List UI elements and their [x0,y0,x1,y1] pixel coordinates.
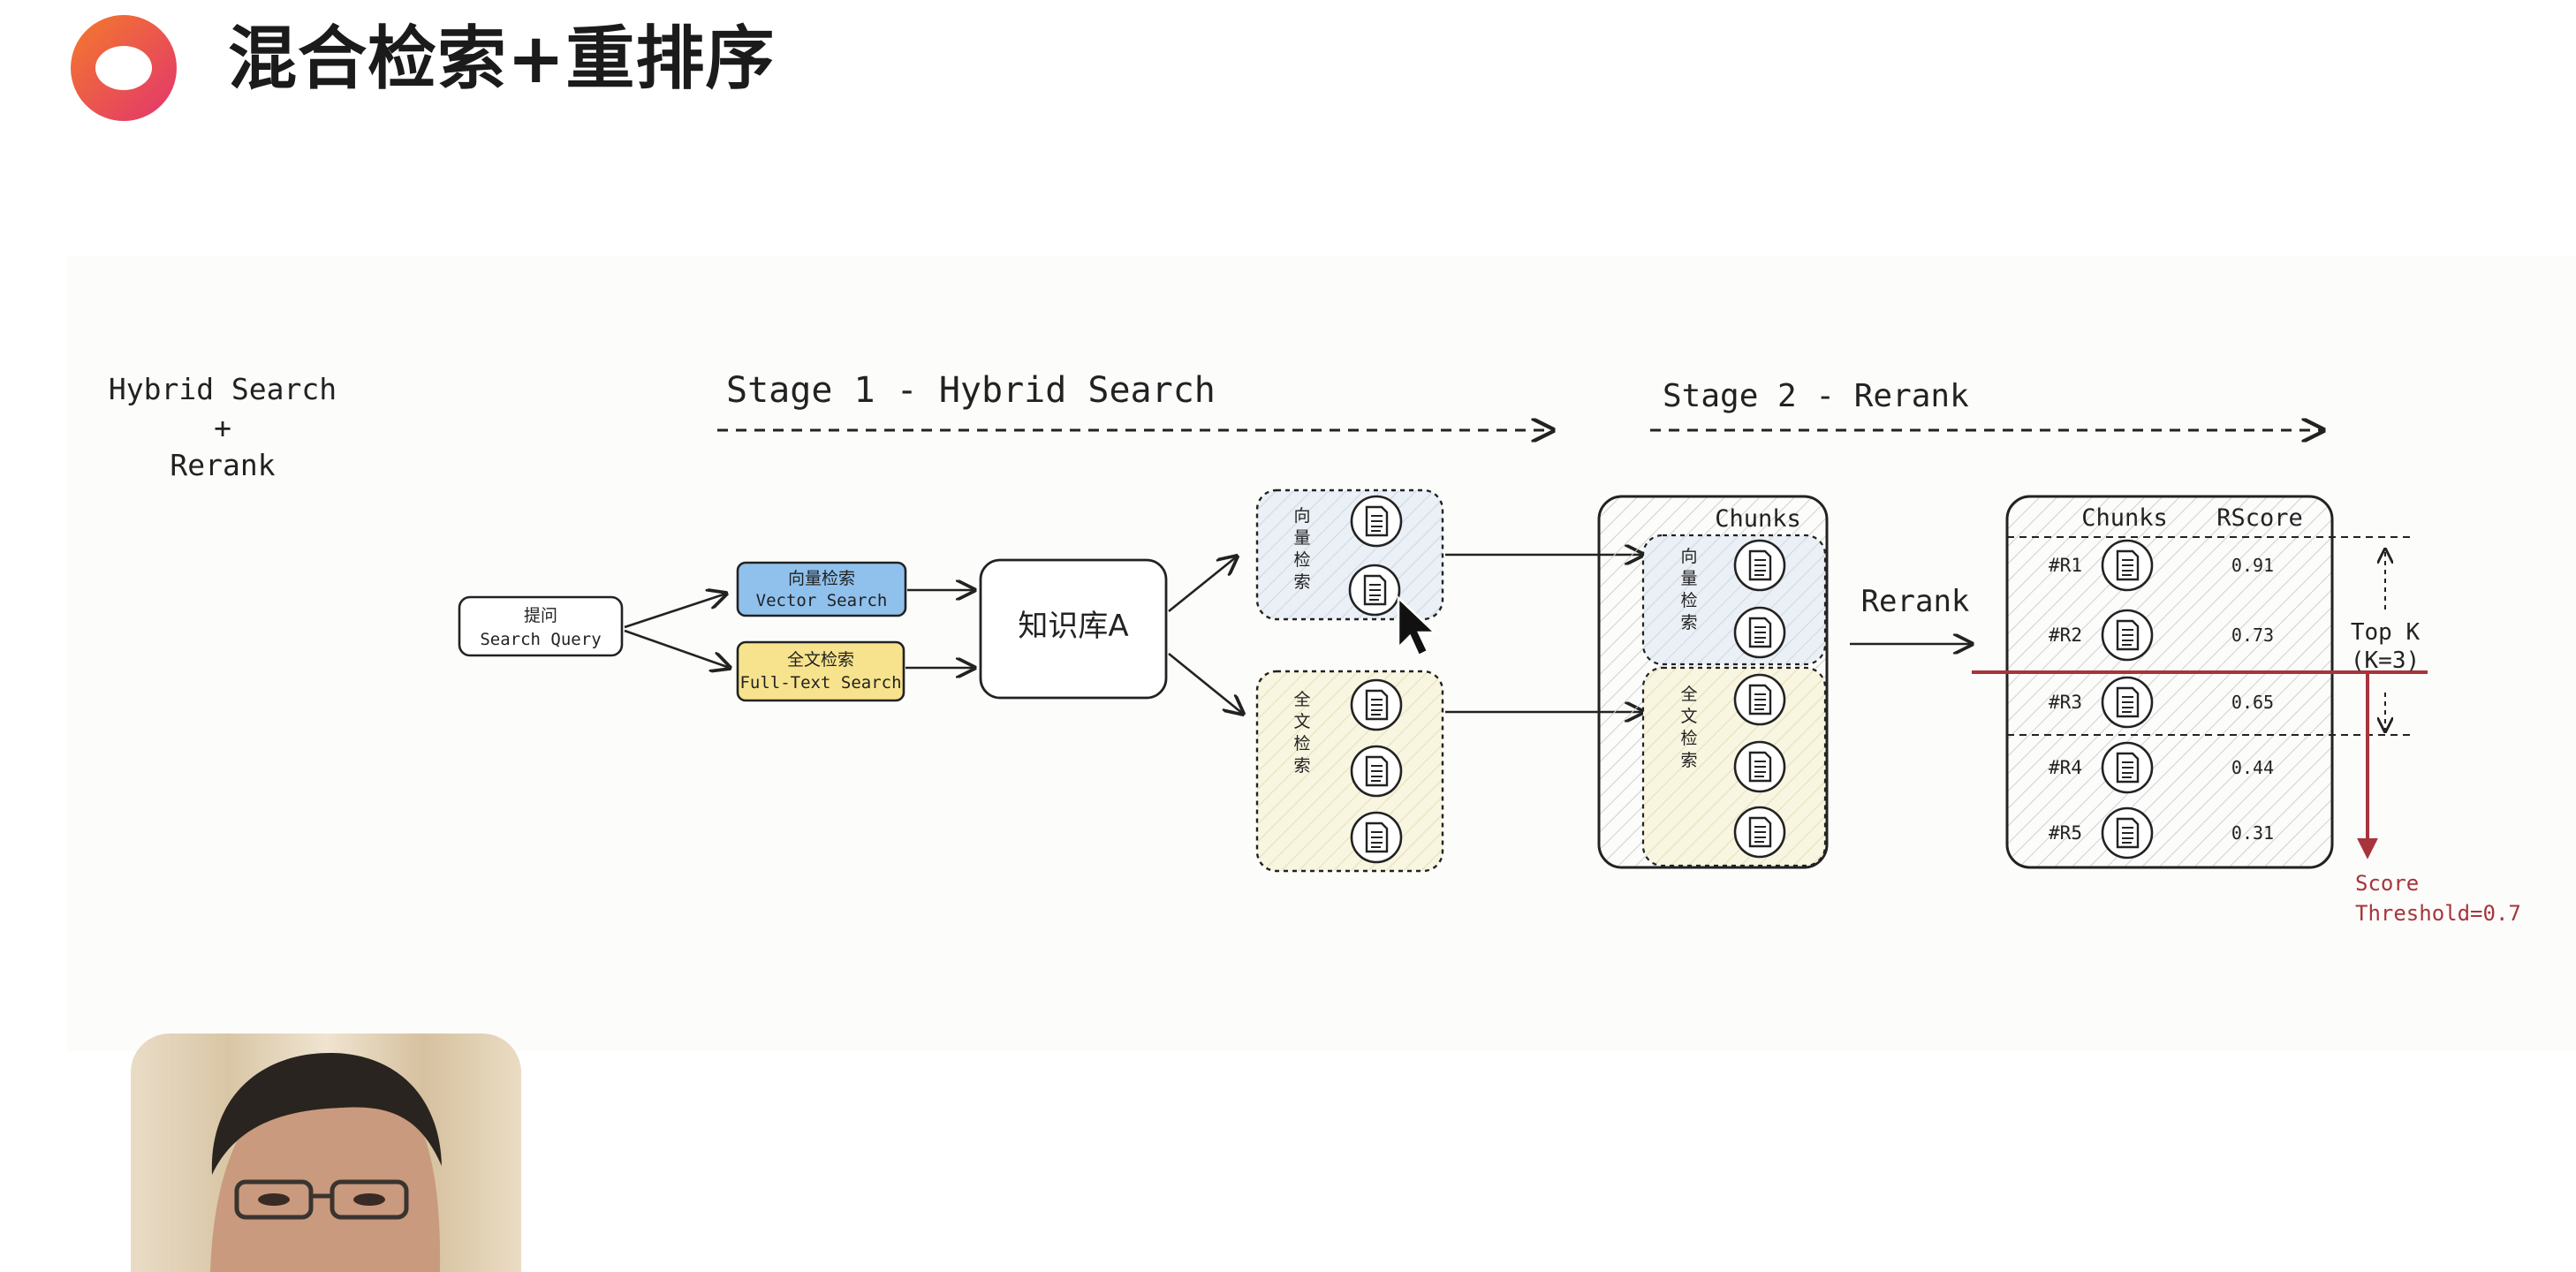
side-title-line1: Hybrid Search [109,372,337,406]
threshold-line2: Threshold=0.7 [2355,901,2521,926]
arrow-kb-fulltext-group [1168,652,1243,714]
chunks-vector-char-3: 检 [1680,591,1697,610]
fulltext-search-en: Full-Text Search [739,673,901,693]
chunks-fulltext-char-1: 全 [1680,685,1697,704]
topk-line1: Top K [2351,619,2421,646]
fulltext-results-group [1255,670,1444,873]
arrow-query-vector [624,594,726,629]
document-icon [1733,806,1786,859]
arrow-kb-vector-group [1168,556,1237,613]
vector-group-char-3: 检 [1293,550,1310,570]
webcam-video [131,1034,521,1272]
document-icon [1733,740,1786,793]
result-rank-1: #R1 [2049,555,2082,576]
document-icon [1733,673,1786,726]
document-icon [1350,811,1403,864]
chunks-vector-char-2: 量 [1680,569,1697,588]
document-icon [2101,609,2154,662]
search-query-cn: 提问 [524,606,557,625]
vector-results-group [1255,488,1444,621]
arrow-query-fulltext [624,629,730,668]
vector-group-char-2: 量 [1293,528,1310,548]
fulltext-group-char-2: 文 [1293,712,1310,731]
fulltext-search-cn: 全文检索 [787,650,854,670]
fulltext-group-char-1: 全 [1293,690,1310,709]
results-header-chunks: Chunks [2081,504,2168,532]
result-score-1: 0.91 [2231,555,2274,576]
chunks-vector-char-4: 索 [1680,613,1697,632]
result-rank-4: #R4 [2049,757,2082,778]
stage2-label: Stage 2 - Rerank [1663,378,1969,414]
vector-group-char-1: 向 [1293,506,1310,526]
document-icon [2101,539,2154,592]
document-icon [1350,745,1403,798]
result-rank-3: #R3 [2049,692,2082,713]
side-title-line3: Rerank [170,448,275,482]
fulltext-group-char-3: 检 [1293,734,1310,753]
fulltext-group-char-4: 索 [1293,756,1310,776]
knowledge-base-box [979,558,1168,700]
chunks-fulltext-char-4: 索 [1680,751,1697,770]
result-rank-2: #R2 [2049,625,2082,646]
knowledge-base-label: 知识库A [1018,609,1128,644]
result-score-5: 0.31 [2231,822,2274,844]
document-icon [1733,539,1786,592]
document-icon [2101,741,2154,794]
rerank-results-box [2005,495,2334,869]
document-icon [1733,606,1786,659]
mouse-cursor-icon [1397,595,1438,657]
result-score-3: 0.65 [2231,692,2274,713]
document-icon [1350,678,1403,731]
vector-search-cn: 向量检索 [788,569,855,588]
document-icon [2101,806,2154,859]
vector-search-box [736,561,907,617]
vector-group-char-4: 索 [1293,572,1310,592]
chunks-label: Chunks [1715,505,1801,533]
document-icon [2101,676,2154,729]
chunks-fulltext-char-2: 文 [1680,707,1697,726]
topk-line2: (K=3) [2351,647,2420,674]
threshold-line1: Score [2355,871,2419,896]
fulltext-search-box [736,640,905,702]
rerank-label: Rerank [1861,584,1970,619]
chunks-vector-subgroup [1641,534,1827,666]
search-query-box [458,595,624,657]
search-query-en: Search Query [480,630,601,649]
stage1-label: Stage 1 - Hybrid Search [726,370,1216,411]
chunks-fulltext-char-3: 检 [1680,729,1697,748]
result-score-2: 0.73 [2231,625,2274,646]
results-header-score: RScore [2216,504,2303,532]
chunks-vector-char-1: 向 [1680,547,1697,566]
vector-search-en: Vector Search [756,591,888,610]
page-title: 混合检索+重排序 [228,19,776,99]
result-score-4: 0.44 [2231,757,2274,778]
side-title-line2: + [214,411,231,445]
document-icon [1350,495,1403,548]
document-icon [1348,564,1401,617]
brand-logo-icon [71,15,177,121]
result-rank-5: #R5 [2049,822,2082,844]
